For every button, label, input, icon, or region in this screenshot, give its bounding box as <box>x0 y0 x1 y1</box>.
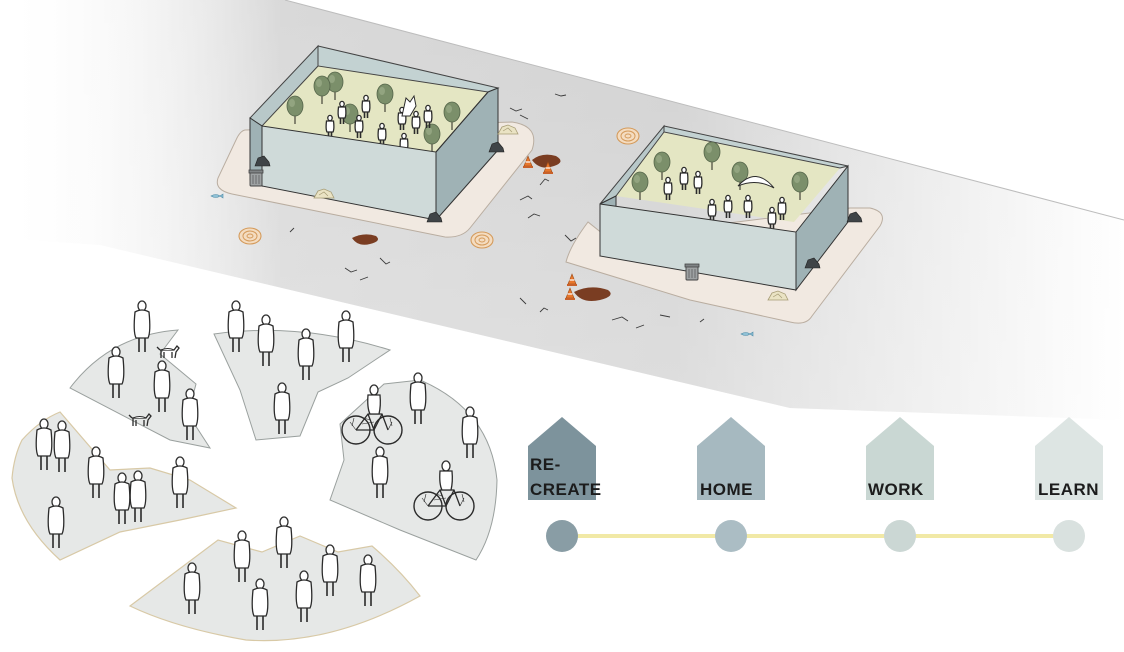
trash-bin-icon <box>684 263 700 281</box>
stage-recreate: RE- CREATE <box>528 417 602 552</box>
house-icon <box>866 417 934 500</box>
people-fragments <box>11 300 498 642</box>
trash-bin-icon <box>248 169 264 187</box>
house-icon <box>1035 417 1103 500</box>
stage-dot <box>884 520 916 552</box>
road-cracks <box>289 93 705 329</box>
stage-label: LEARN <box>1038 480 1099 499</box>
house-icon <box>697 417 765 500</box>
stage-timeline: RE- CREATE HOME WORK LEARN <box>528 417 1103 552</box>
canopy-icon <box>737 176 775 189</box>
stage-label: HOME <box>700 480 753 499</box>
park-box-left <box>216 44 535 238</box>
stage-dot <box>715 520 747 552</box>
tumbleweed-icon <box>470 231 494 249</box>
stage-home: HOME <box>697 417 765 552</box>
stage-label-line1: RE- <box>530 455 561 474</box>
road <box>0 0 1124 420</box>
house-icon <box>528 417 596 500</box>
fragment-top-left <box>69 329 212 449</box>
stage-dot <box>546 520 578 552</box>
fragment-bottom <box>128 535 421 642</box>
stage-learn: LEARN <box>1035 417 1103 552</box>
stage-dot <box>1053 520 1085 552</box>
stage-work: WORK <box>866 417 934 552</box>
tumbleweed-icon <box>238 227 262 245</box>
puddle-icon <box>352 234 378 245</box>
puddle-icon <box>574 287 611 301</box>
puddle-icon <box>532 154 561 168</box>
park-box-right <box>565 124 883 324</box>
stage-label-line2: CREATE <box>530 480 602 499</box>
stage-label: WORK <box>868 480 924 499</box>
tumbleweed-icon <box>616 127 640 145</box>
sculpture-icon <box>401 94 417 117</box>
